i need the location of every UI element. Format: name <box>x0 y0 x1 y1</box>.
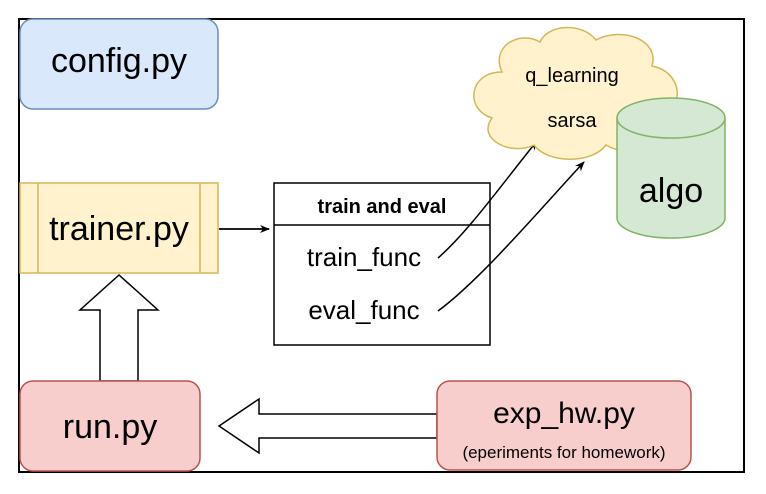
algo-label: algo <box>639 172 703 210</box>
sarsa-label: sarsa <box>548 110 598 132</box>
edge-train-func-to-q-learning <box>437 140 538 259</box>
trainer-label: trainer.py <box>49 210 189 248</box>
eval-func-label: eval_func <box>308 295 419 325</box>
edge-run-to-trainer <box>78 273 160 382</box>
edge-exp-hw-to-run <box>217 397 438 455</box>
exp-hw-sublabel: (eperiments for homework) <box>462 443 665 462</box>
train-func-label: train_func <box>307 242 421 272</box>
q-learning-label: q_learning <box>525 65 618 87</box>
train-eval-node: train and eval train_func eval_func <box>273 182 491 346</box>
train-eval-title: train and eval <box>318 196 447 218</box>
edge-eval-func-to-sarsa <box>437 161 585 312</box>
run-node: run.py <box>19 380 201 472</box>
run-label: run.py <box>63 408 158 446</box>
exp-hw-node: exp_hw.py (eperiments for homework) <box>436 380 692 471</box>
exp-hw-label: exp_hw.py <box>493 397 635 430</box>
algo-node: algo <box>616 97 726 239</box>
trainer-node: trainer.py <box>19 182 219 274</box>
config-label: config.py <box>51 42 187 80</box>
config-node: config.py <box>19 18 219 110</box>
